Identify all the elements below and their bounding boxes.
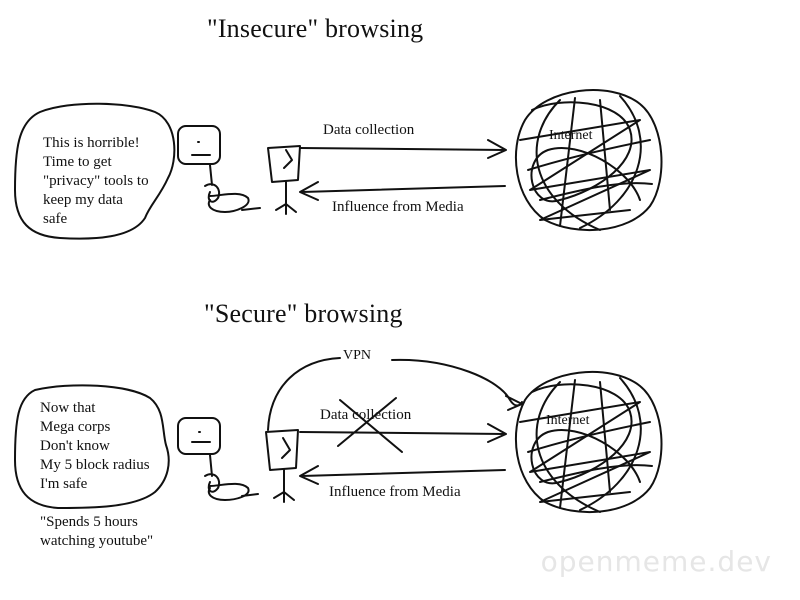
- person-body-top: [204, 164, 250, 213]
- internet-label-bottom: Internet: [546, 413, 590, 428]
- arrow-in-bottom: [299, 465, 506, 485]
- computer-bottom: [265, 429, 299, 471]
- speech-text-bottom: Now that Mega corps Don't know My 5 bloc…: [40, 400, 150, 492]
- panel-title-bottom: "Secure" browsing: [204, 299, 403, 328]
- influence-label-bottom: Influence from Media: [329, 484, 461, 500]
- influence-label-top: Influence from Media: [332, 199, 464, 215]
- arrow-out-top: [299, 139, 507, 159]
- speech-bubble-top: [14, 102, 176, 240]
- vpn-label: VPN: [343, 348, 372, 363]
- person-head-top: [177, 125, 221, 165]
- panel-title-top: "Insecure" browsing: [207, 14, 424, 43]
- internet-cloud-bottom: [514, 370, 663, 514]
- arrow-in-top: [299, 181, 506, 201]
- person-head-bottom: [177, 417, 221, 455]
- internet-cloud-top: [514, 89, 663, 232]
- internet-label-top: Internet: [549, 128, 593, 143]
- cross-out: [337, 397, 403, 453]
- speech-bubble-bottom: [14, 384, 170, 509]
- watermark: openmeme.dev: [540, 545, 772, 578]
- caption-bottom: "Spends 5 hours watching youtube": [40, 514, 154, 549]
- arrow-out-bottom: [299, 423, 507, 443]
- speech-text-top: This is horrible! Time to get "privacy" …: [43, 135, 149, 227]
- data-collection-label-top: Data collection: [323, 122, 415, 138]
- computer-top: [267, 145, 301, 183]
- person-body-bottom: [204, 454, 250, 501]
- data-collection-label-bottom: Data collection: [320, 407, 412, 423]
